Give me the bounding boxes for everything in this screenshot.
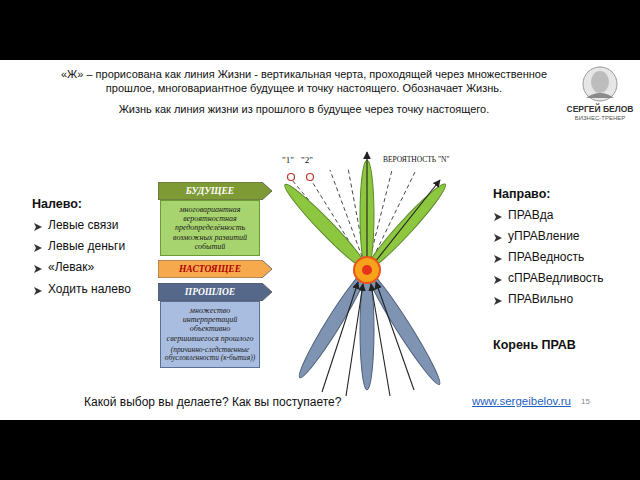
bullet-arrow <box>493 275 503 285</box>
present-arrow: НАСТОЯЩЕЕ <box>158 260 272 278</box>
bullet-arrow <box>33 243 43 253</box>
option-label: "1" <box>282 155 294 167</box>
top-bar <box>0 0 640 60</box>
website-link: www.sergeibelov.ru <box>472 394 571 409</box>
intro-text: Жизнь как линия жизни из прошлого в буду… <box>40 102 568 116</box>
list-item: Левые связи <box>48 218 119 234</box>
header-arrow: ПРОШЛОЕ <box>158 283 272 301</box>
bottom-bar <box>0 420 640 480</box>
body-box: множество интерпретаций объективно сверш… <box>160 301 260 368</box>
question: Какой выбор вы делаете? Как вы поступает… <box>84 395 341 411</box>
present-core <box>362 265 372 275</box>
option-label: ВЕРОЯТНОСТЬ "N" <box>383 155 450 165</box>
author-name: СЕРГЕЙ БЕЛОВ <box>560 104 640 115</box>
bullet-arrow <box>33 222 43 232</box>
present-point <box>354 257 380 283</box>
body-text: (причинно-следственные обусловленности (… <box>164 346 256 363</box>
future-box: БУДУЩЕЕ многовариантная вероятностная пре… <box>158 182 272 256</box>
bullet-arrow <box>493 254 503 264</box>
list-item: ПРАВильно <box>508 292 573 308</box>
logo-face <box>583 67 617 101</box>
header-text: ПРОШЛОЕ <box>158 283 272 301</box>
header-text: НАСТОЯЩЕЕ <box>158 260 272 278</box>
option-label: "2" <box>301 155 313 167</box>
list-item: «Левак» <box>48 260 94 276</box>
list-heading: Налево: <box>32 196 82 212</box>
list-item: сПРАВедливость <box>508 271 604 287</box>
root-note: Корень ПРАВ <box>493 337 576 353</box>
body-text: множество интерпретаций объективно сверш… <box>164 306 256 343</box>
list-item: ПРАВда <box>508 208 553 224</box>
option-dot <box>288 174 295 181</box>
bullet-arrow <box>493 296 503 306</box>
direction-arrows <box>322 152 440 396</box>
option-dot <box>307 174 314 181</box>
bullet-arrow <box>33 286 43 296</box>
slide-number: 15 <box>581 397 590 407</box>
list-item: ПРАВедность <box>508 250 584 266</box>
intro-text: «Ж» – прорисована как линия Жизни - верт… <box>40 67 568 96</box>
list-item: Левые деньги <box>48 239 125 255</box>
bullet-arrow <box>493 212 503 222</box>
header-text: БУДУЩЕЕ <box>158 182 272 200</box>
list-item: Ходить налево <box>48 282 131 298</box>
header-arrow: БУДУЩЕЕ <box>158 182 272 200</box>
author-role: БИЗНЕС-ТРЕНЕР <box>560 115 640 123</box>
past-box: ПРОШЛОЕ множество интерпретаций объективн… <box>158 283 272 368</box>
list-item: уПРАВление <box>508 229 580 245</box>
past-petals <box>294 266 445 390</box>
body-text: многовариантная вероятностная предопреде… <box>164 205 256 251</box>
header-arrow: НАСТОЯЩЕЕ <box>158 260 272 278</box>
list-heading: Направо: <box>493 186 550 202</box>
bullet-arrow <box>33 264 43 274</box>
bullet-arrow <box>493 233 503 243</box>
body-box: многовариантная вероятностная предопреде… <box>160 200 260 256</box>
